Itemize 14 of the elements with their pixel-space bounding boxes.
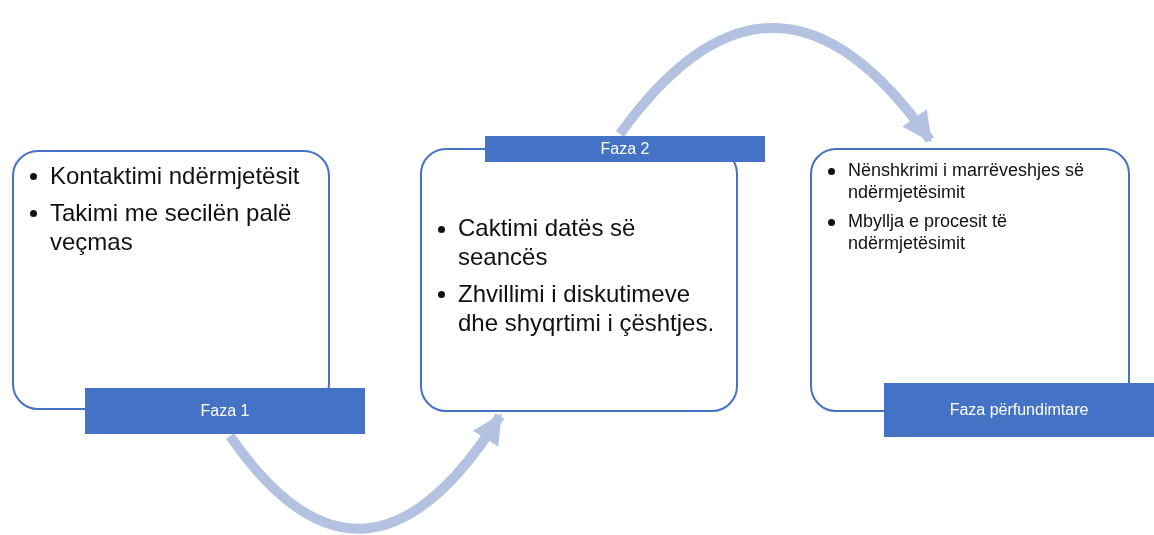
phase-label: Faza 2 [600, 140, 650, 158]
bullet-text: Kontaktimi ndërmjetësit [50, 162, 300, 189]
curved-arrow [616, 23, 934, 144]
phase-label-bar [485, 136, 765, 162]
phase-label: Faza përfundimtare [949, 401, 1089, 419]
bullet-text: Takimi me secilën palë veçmas [50, 198, 292, 255]
bullet-text: Mbyllja e procesit të ndërmjetësimit [848, 211, 1008, 253]
phase-label-bar [884, 383, 1154, 437]
bullet-text: Nënshkrimi i marrëveshjes së ndërmjetësimit [848, 160, 1085, 202]
phase-label: Faza 1 [200, 402, 250, 420]
bullet-text: Caktimi datës së seancës [458, 214, 636, 271]
curved-arrow [226, 413, 505, 534]
bullet-text: Zhvillimi i diskutimeve dhe shyqrtimi i çështjes. [458, 280, 715, 336]
phase-label-bar [85, 388, 365, 434]
